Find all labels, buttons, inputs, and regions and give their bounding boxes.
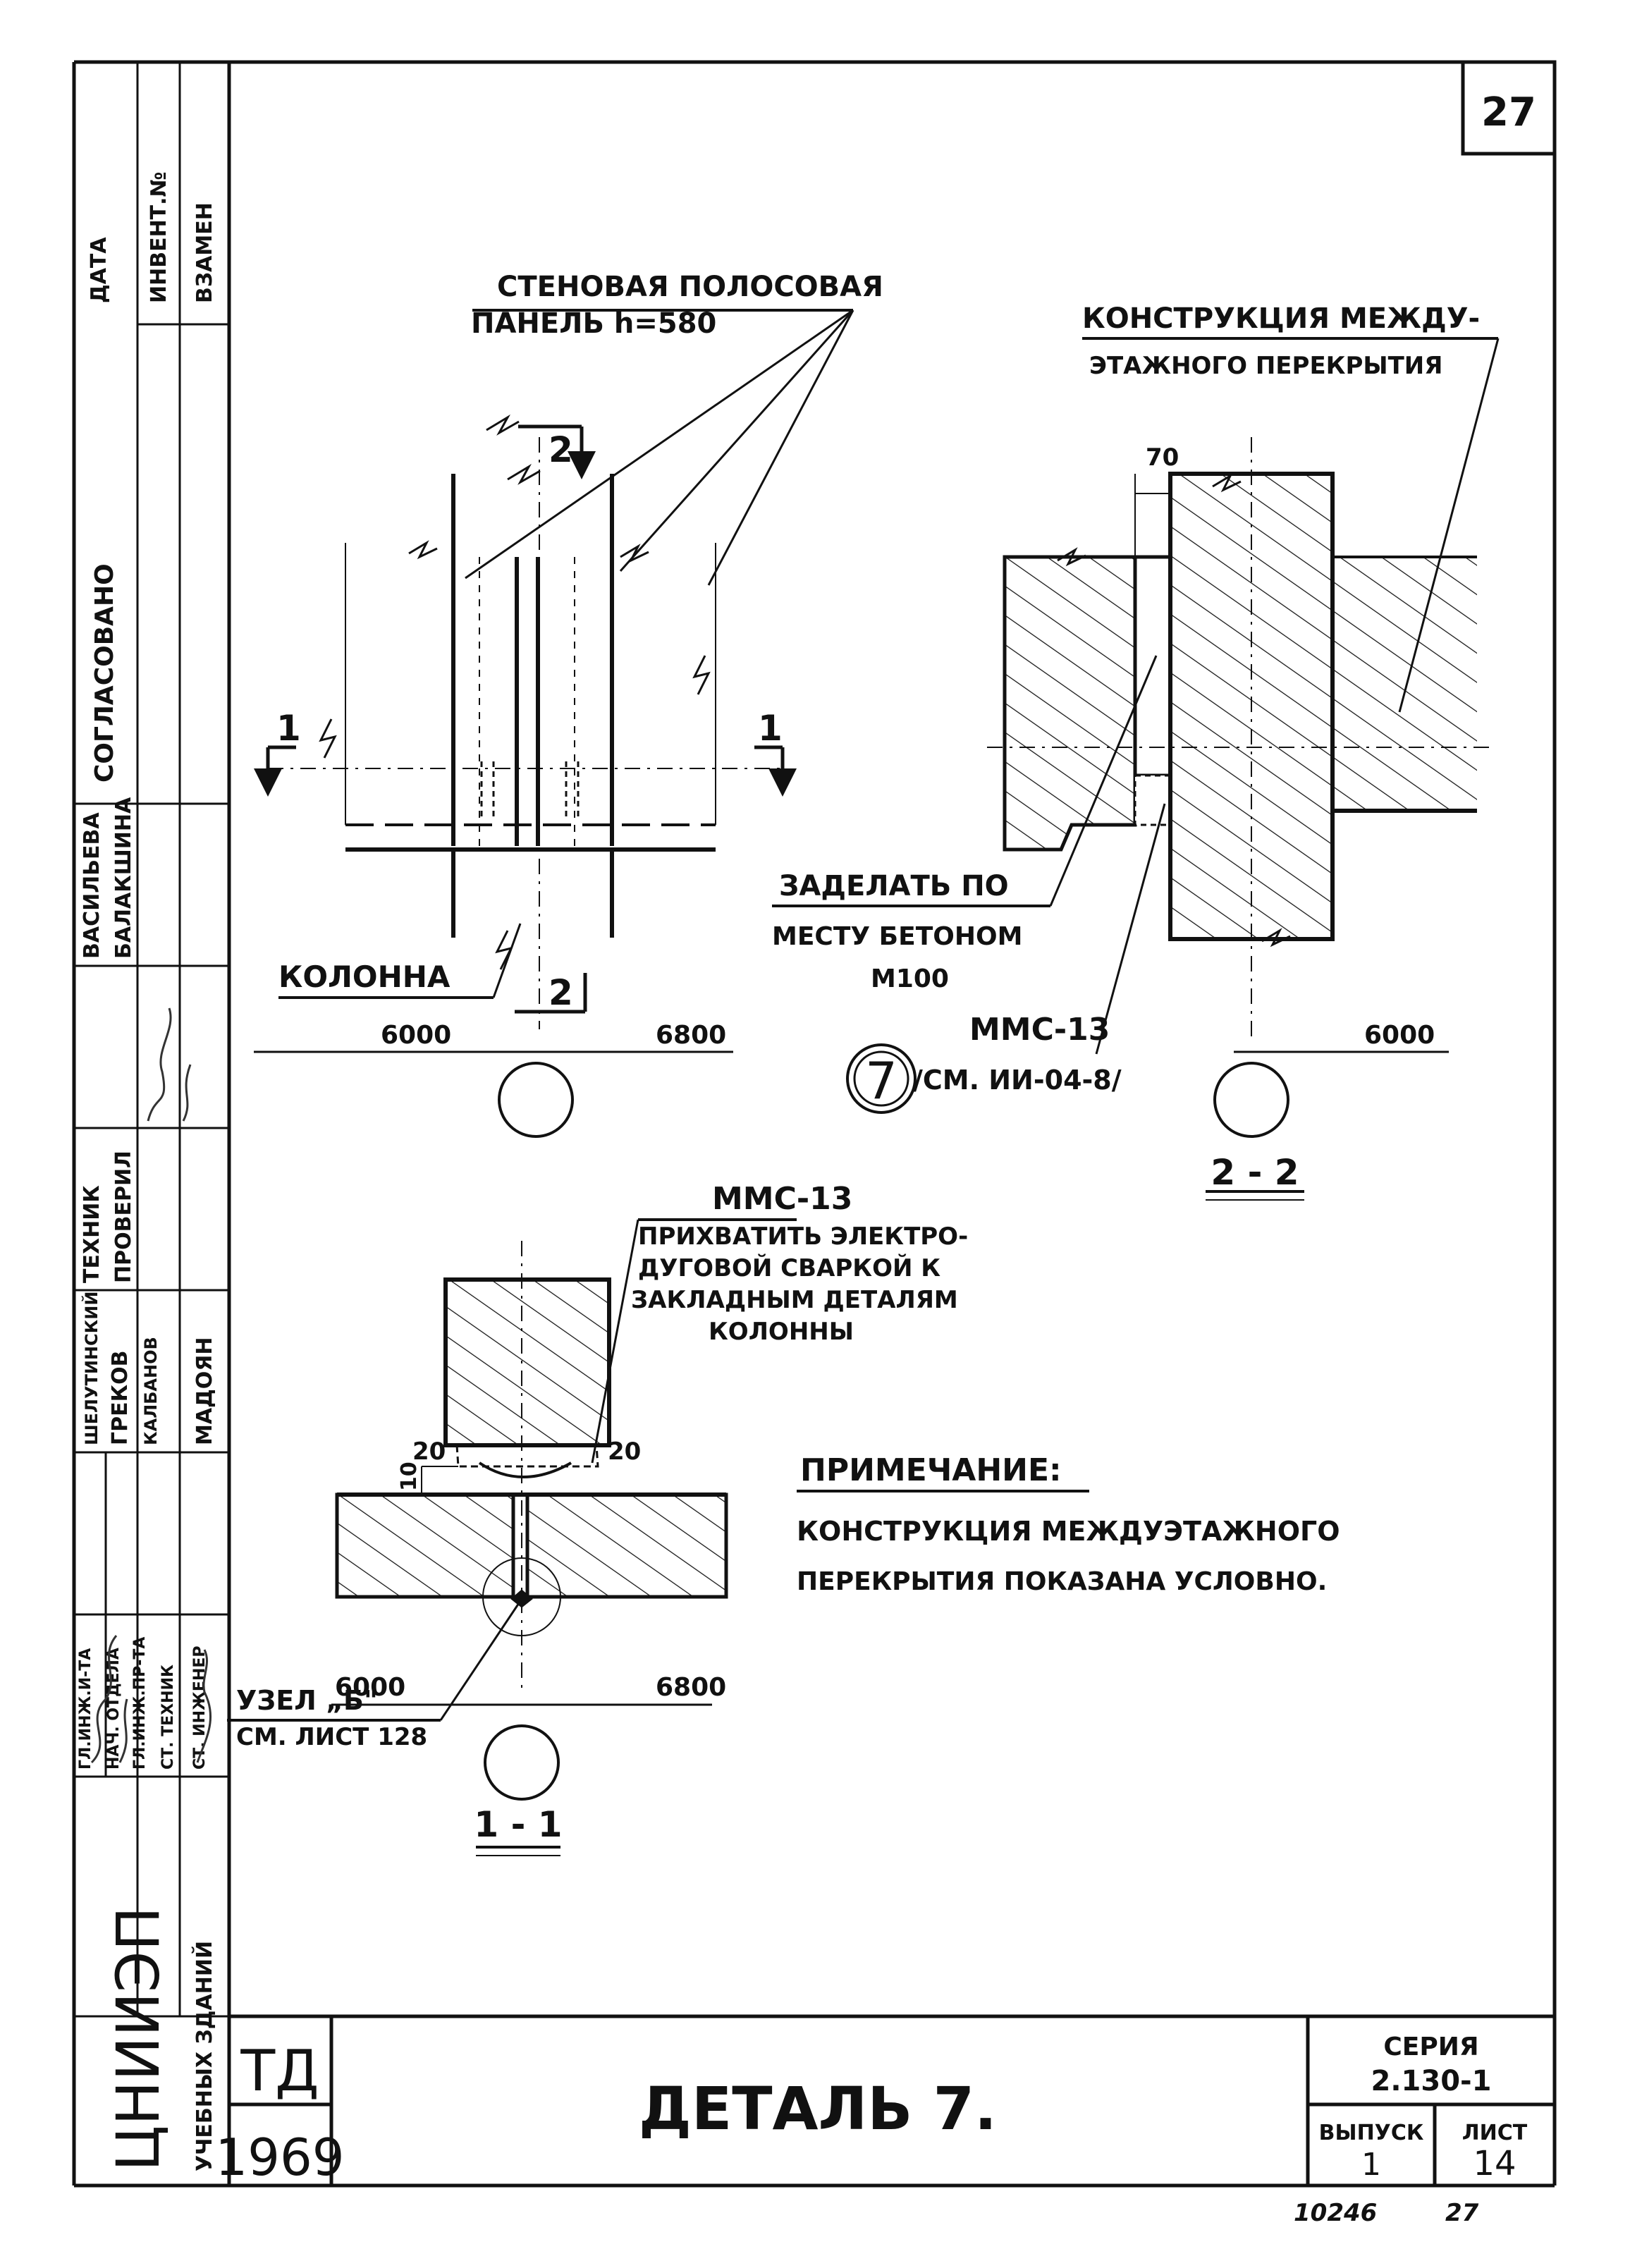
detail-number: 7 xyxy=(865,1051,897,1110)
sheet-number: 27 xyxy=(1481,90,1536,135)
node-label-2: СМ. ЛИСТ 128 xyxy=(236,1723,427,1751)
dim-70: 70 xyxy=(1146,443,1179,472)
dim-left-6000: 6000 xyxy=(381,1021,451,1050)
left-stamp-strip xyxy=(74,62,229,2018)
note-title: ПРИМЕЧАНИЕ: xyxy=(800,1452,1062,1488)
issue-value: 1 xyxy=(1361,2147,1381,2183)
td-mark: ТД xyxy=(240,2038,319,2104)
section-1-1-label: 1 - 1 xyxy=(474,1804,562,1845)
role-technician: ТЕХНИК xyxy=(80,1185,104,1283)
label-date: ДАТА xyxy=(87,237,111,303)
panel-label-1: СТЕНОВАЯ ПОЛОСОВАЯ xyxy=(497,271,883,303)
sheet-title: ДЕТАЛЬ 7. xyxy=(639,2074,997,2143)
name-grekov: ГРЕКОВ xyxy=(108,1351,133,1446)
elevation-labels: СТЕНОВАЯ ПОЛОСОВАЯ ПАНЕЛЬ h=580 2 2 1 1 … xyxy=(276,271,883,1050)
role-project-chief: ГЛ.ИНЖ.ПР-ТА xyxy=(131,1637,149,1770)
section-1-left: 1 xyxy=(276,708,301,749)
name-balakshina: БАЛАКШИНА xyxy=(111,797,136,959)
dim-right-6000: 6000 xyxy=(1364,1021,1435,1050)
floor-label-1: КОНСТРУКЦИЯ МЕЖДУ- xyxy=(1082,302,1480,335)
page-number-below: 27 xyxy=(1445,2199,1479,2227)
section-1-right: 1 xyxy=(758,708,783,749)
name-kalbanov: КАЛБАНОВ xyxy=(141,1337,161,1445)
note-line-2: ПЕРЕКРЫТИЯ ПОКАЗАНА УСЛОВНО. xyxy=(797,1567,1327,1596)
weld-label-3: ЗАКЛАДНЫМ ДЕТАЛЯМ xyxy=(631,1286,958,1314)
elevation-view xyxy=(254,309,854,1138)
dim-10: 10 xyxy=(397,1461,422,1491)
role-senior-tech: СТ. ТЕХНИК xyxy=(159,1665,177,1770)
node-label-1: УЗЕЛ „Б" xyxy=(236,1685,378,1716)
year: 1969 xyxy=(215,2128,344,2187)
section-1-1-labels: ММС-13 ПРИХВАТИТЬ ЭЛЕКТРО- ДУГОВОЙ СВАРК… xyxy=(236,1181,968,1845)
section-2-bottom: 2 xyxy=(549,972,573,1013)
issue-label: ВЫПУСК xyxy=(1319,2121,1424,2145)
label-agreed: СОГЛАСОВАНО xyxy=(90,563,119,783)
section-2-top: 2 xyxy=(549,429,573,470)
dim-20-left: 20 xyxy=(412,1438,446,1466)
dim-right-6800: 6800 xyxy=(656,1021,726,1050)
signatures xyxy=(90,1007,212,1764)
mms-top-label: ММС-13 xyxy=(969,1012,1110,1048)
series-value: 2.130-1 xyxy=(1371,2065,1492,2097)
title-block-text: ТД 1969 ДЕТАЛЬ 7. СЕРИЯ 2.130-1 ВЫПУСК 1… xyxy=(215,2033,1527,2227)
panel-label-2: ПАНЕЛЬ h=580 xyxy=(471,307,716,340)
archive-number: 10246 xyxy=(1294,2199,1377,2227)
title-block xyxy=(229,2014,1555,2186)
sheet-frame xyxy=(72,60,1557,2188)
seal-label-1: ЗАДЕЛАТЬ ПО xyxy=(779,870,1009,902)
dim-20-right: 20 xyxy=(608,1438,641,1466)
left-strip-text: ДАТА ИНВЕНТ.№ ВЗАМЕН СОГЛАСОВАНО ВАСИЛЬЕ… xyxy=(77,171,217,2171)
dim-bottom-6000: 6000 xyxy=(335,1673,405,1702)
org-subtitle: УЧЕБНЫХ ЗДАНИЙ xyxy=(192,1941,217,2171)
weld-label-4: КОЛОННЫ xyxy=(709,1318,854,1346)
series-label: СЕРИЯ xyxy=(1383,2033,1478,2061)
role-chief-engineer: ГЛ.ИНЖ.И-ТА xyxy=(77,1648,94,1770)
dim-bottom-6800: 6800 xyxy=(656,1673,726,1702)
name-madoyan: МАДОЯН xyxy=(192,1337,217,1445)
name-shelutinsky: ШЕЛУТИНСКИЙ xyxy=(81,1292,102,1445)
seal-label-3: М100 xyxy=(871,964,949,993)
weld-label-2: ДУГОВОЙ СВАРКОЙ К xyxy=(638,1253,940,1282)
note-line-1: КОНСТРУКЦИЯ МЕЖДУЭТАЖНОГО xyxy=(797,1516,1340,1547)
mms-top-ref: /СМ. ИИ-04-8/ xyxy=(913,1065,1122,1096)
sheet-value: 14 xyxy=(1473,2144,1516,2183)
seal-label-2: МЕСТУ БЕТОНОМ xyxy=(772,922,1022,951)
role-dept-head: НАЧ. ОТДЕЛА xyxy=(105,1648,123,1770)
label-replace: ВЗАМЕН xyxy=(192,202,217,303)
section-2-2-labels: КОНСТРУКЦИЯ МЕЖДУ- ЭТАЖНОГО ПЕРЕКРЫТИЯ 7… xyxy=(772,302,1480,1193)
section-2-2 xyxy=(772,337,1500,1201)
column-label: КОЛОННА xyxy=(278,960,451,994)
sheet-label: ЛИСТ xyxy=(1462,2121,1528,2145)
org-name: ЦНИИЭП xyxy=(104,1906,173,2171)
sheet-number-box: 27 xyxy=(1461,60,1557,156)
section-2-2-label: 2 - 2 xyxy=(1211,1152,1299,1193)
label-inventory: ИНВЕНТ.№ xyxy=(147,171,171,303)
mms-bottom-label: ММС-13 xyxy=(712,1181,852,1217)
role-checked: ПРОВЕРИЛ xyxy=(111,1151,136,1283)
weld-label-1: ПРИХВАТИТЬ ЭЛЕКТРО- xyxy=(638,1222,968,1251)
section-1-1 xyxy=(227,1218,1089,1856)
note: ПРИМЕЧАНИЕ: КОНСТРУКЦИЯ МЕЖДУЭТАЖНОГО ПЕ… xyxy=(797,1452,1340,1596)
name-vasilieva: ВАСИЛЬЕВА xyxy=(80,812,104,959)
floor-label-2: ЭТАЖНОГО ПЕРЕКРЫТИЯ xyxy=(1089,352,1442,380)
